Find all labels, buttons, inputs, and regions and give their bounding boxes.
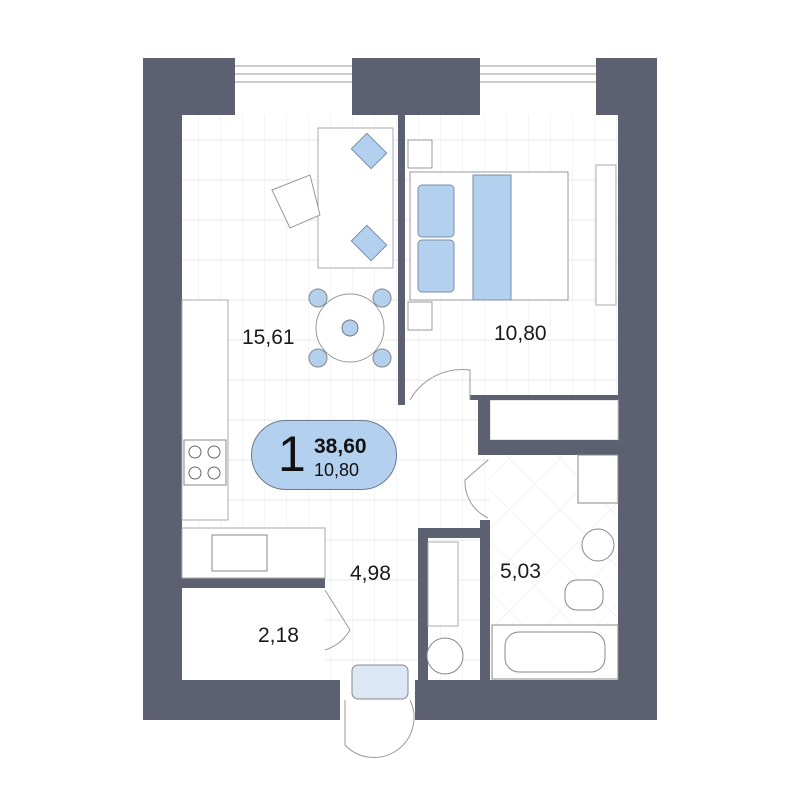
kitchen-counter bbox=[181, 299, 229, 521]
total-area: 38,60 bbox=[314, 435, 367, 458]
doormat bbox=[351, 664, 409, 700]
shoe-rack bbox=[427, 541, 459, 627]
hall-wall-2 bbox=[418, 528, 428, 680]
hall-floor-2 bbox=[398, 395, 490, 455]
storage-wall bbox=[182, 578, 325, 588]
tv-unit bbox=[595, 164, 617, 306]
coffee-table bbox=[271, 174, 321, 229]
bedroom-door bbox=[409, 369, 471, 401]
washing-machine bbox=[581, 528, 615, 562]
bath-side-wall bbox=[480, 520, 490, 680]
washbasin bbox=[577, 454, 619, 504]
storage-area-label: 2,18 bbox=[258, 624, 299, 647]
sink bbox=[211, 534, 268, 572]
bedroom-area-label: 10,80 bbox=[494, 322, 547, 345]
nightstand bbox=[407, 139, 433, 169]
hall-wall bbox=[418, 528, 490, 538]
bathroom-door bbox=[464, 459, 489, 519]
storage-floor bbox=[182, 588, 325, 680]
window-right bbox=[480, 58, 596, 115]
nightstand bbox=[407, 301, 433, 331]
toilet bbox=[564, 579, 604, 611]
bathroom-area-label: 5,03 bbox=[500, 560, 541, 583]
entrance-door bbox=[344, 699, 415, 758]
wardrobe-wall bbox=[478, 395, 490, 455]
round-table bbox=[426, 637, 464, 675]
bedroom-wall bbox=[470, 395, 618, 400]
wardrobe bbox=[489, 399, 619, 441]
living-area: 10,80 bbox=[314, 460, 360, 480]
window-left bbox=[235, 58, 352, 115]
blanket bbox=[472, 174, 512, 301]
storage-door bbox=[324, 589, 351, 651]
living-area-label: 15,61 bbox=[242, 326, 295, 349]
apartment-badge: 1 38,60 10,80 bbox=[251, 420, 397, 490]
bath-wall bbox=[490, 440, 618, 452]
partition-wall bbox=[398, 115, 405, 405]
chairs bbox=[308, 288, 392, 368]
hall-area-label: 4,98 bbox=[350, 562, 391, 585]
room-count: 1 bbox=[278, 426, 306, 482]
stove bbox=[183, 439, 227, 486]
